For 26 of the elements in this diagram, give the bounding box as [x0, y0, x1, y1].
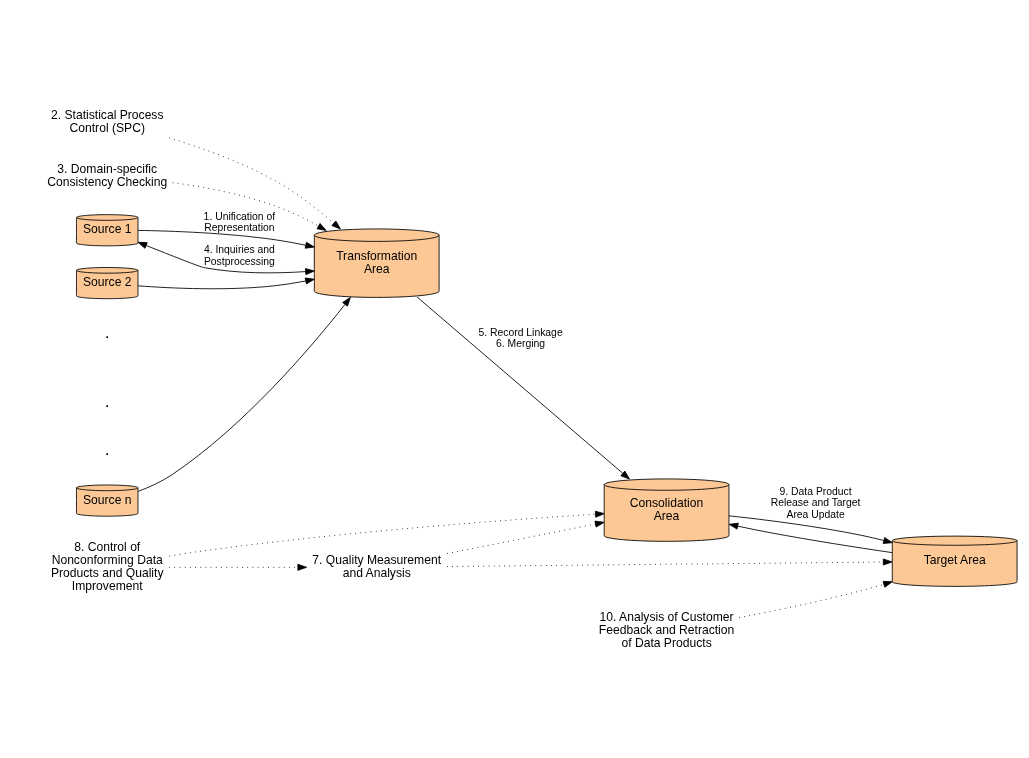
arrow	[172, 181, 327, 231]
arrow	[446, 520, 605, 554]
edge-label: 9. Data Product Release and Target Area Update	[770, 485, 861, 520]
arrow	[446, 558, 893, 567]
arrow	[168, 563, 307, 571]
arrow	[728, 514, 893, 544]
arrow	[137, 241, 315, 275]
node-text: 8. Control of Nonconforming Data Products and Quality Improvement	[50, 539, 164, 593]
label: .	[104, 390, 110, 411]
label: .	[104, 321, 110, 342]
arrow	[168, 510, 605, 557]
arrow	[416, 296, 630, 479]
arrow	[137, 296, 351, 492]
node-text: 3. Domain-specific Consistency Checking	[47, 161, 168, 189]
arrow	[137, 229, 315, 249]
edge-label: 5. Record Linkage 6. Merging	[478, 326, 563, 349]
arrow	[738, 580, 893, 618]
label: .	[104, 438, 110, 459]
node-text: 10. Analysis of Customer Feedback and Retraction of Data Products	[598, 609, 735, 650]
node-text: 7. Quality Measurement and Analysis	[312, 552, 442, 580]
arrow	[168, 136, 341, 229]
edge-label: 1. Unification of Representation	[203, 210, 276, 233]
arrow	[728, 522, 893, 553]
node-text: 2. Statistical Process Control (SPC)	[50, 107, 164, 135]
edge-label: 4. Inquiries and Postprocessing	[203, 243, 275, 267]
arrow	[137, 277, 315, 289]
